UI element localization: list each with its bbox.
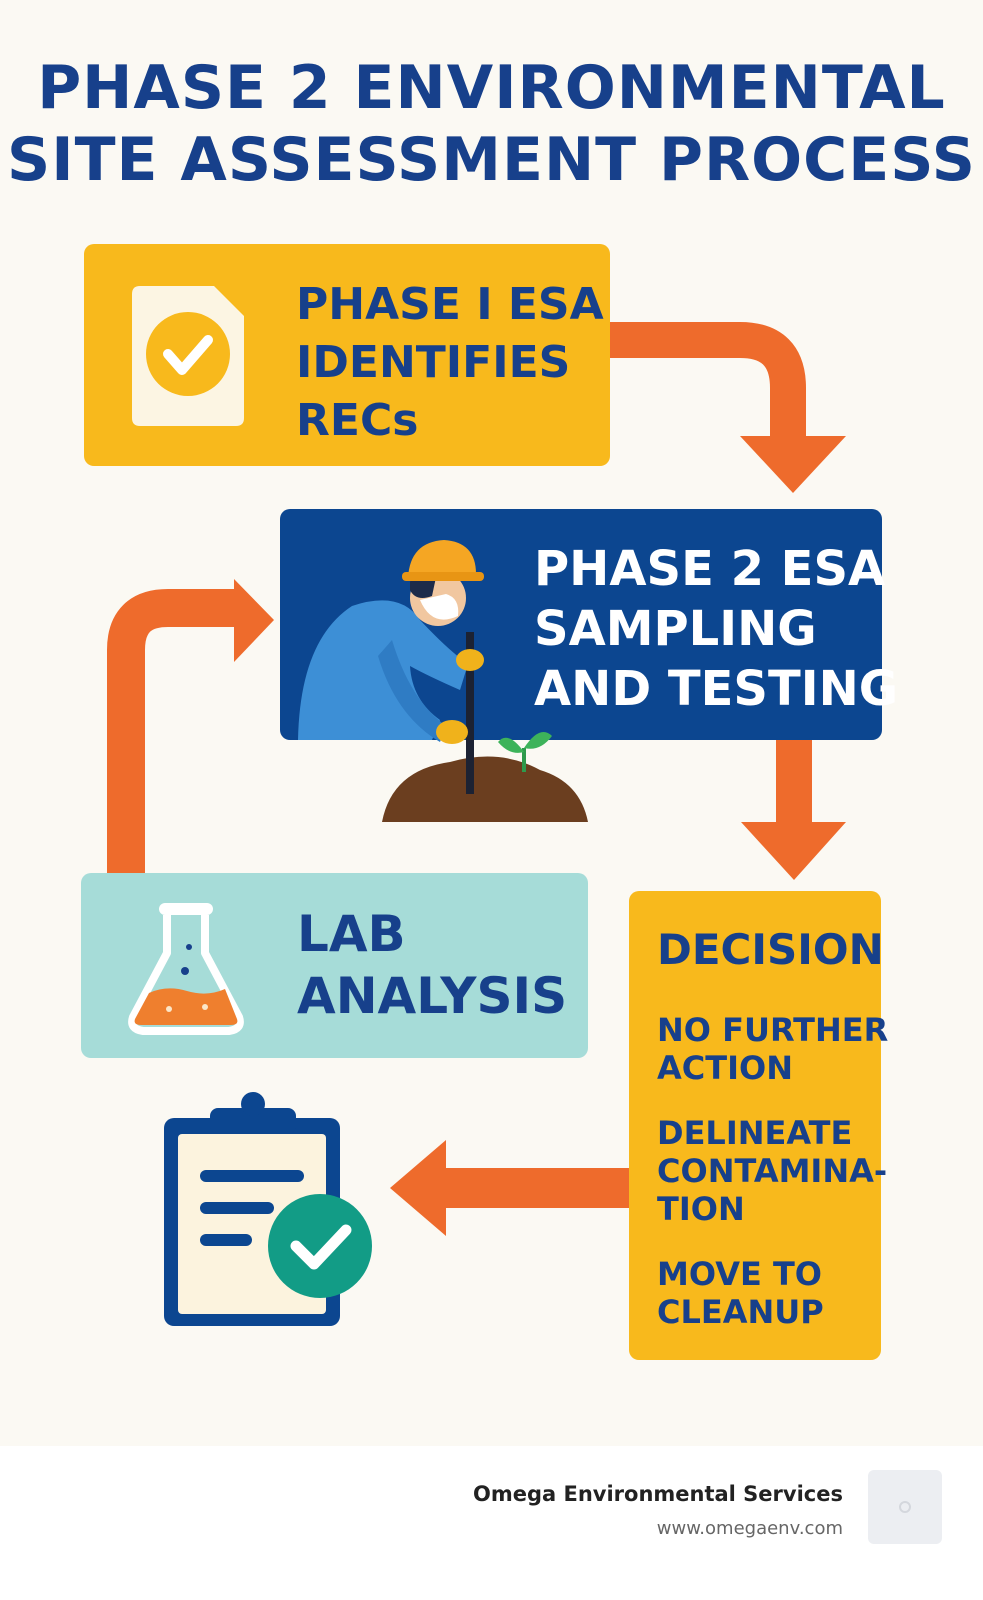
decision-option-cleanup: MOVE TO CLEANUP [657,1255,887,1331]
phase1-line-3: RECs [296,395,419,446]
phase2-label: PHASE 2 ESA SAMPLING AND TESTING [534,539,898,719]
logo-mark-icon [899,1501,911,1513]
phase1-line-2: IDENTIFIES [296,337,571,388]
option-1-line-2: ACTION [657,1049,793,1087]
lab-line-1: LAB [297,905,406,963]
step-decision-box: DECISION NO FURTHER ACTION DELINEATE CON… [629,891,888,1360]
clipboard-check-icon [164,1092,372,1326]
phase2-line-1: PHASE 2 ESA [534,541,886,597]
option-3-line-1: MOVE TO [657,1255,822,1293]
option-1-line-1: NO FURTHER [657,1011,889,1049]
option-3-line-2: CLEANUP [657,1293,824,1331]
option-2-line-2: CONTAMINA- [657,1152,888,1190]
option-2-line-3: TION [657,1190,745,1228]
decision-title: DECISION [657,925,884,974]
company-name: Omega Environmental Services [472,1482,843,1506]
option-2-line-1: DELINEATE [657,1114,853,1152]
title-line-2: SITE ASSESSMENT PROCESS [7,125,976,195]
flask-icon [128,903,244,1035]
decision-options: NO FURTHER ACTION DELINEATE CONTAMINA- T… [657,1011,889,1358]
page-title: PHASE 2 ENVIRONMENTAL SITE ASSESSMENT PR… [0,52,983,196]
step-phase1-box: PHASE I ESA IDENTIFIES RECs [84,244,610,466]
lab-label: LAB ANALYSIS [297,903,567,1027]
arrow-phase2-to-decision [741,730,846,880]
flow-arrows [107,322,846,1236]
decision-option-delineate: DELINEATE CONTAMINA- TION [657,1114,887,1228]
footer: Omega Environmental Services www.omegaen… [0,1446,983,1600]
company-url: www.omegaenv.com [656,1518,843,1539]
phase1-line-1: PHASE I ESA [296,279,604,330]
phase2-line-3: AND TESTING [534,661,899,717]
phase2-line-2: SAMPLING [534,601,817,657]
title-line-1: PHASE 2 ENVIRONMENTAL [37,53,946,123]
document-check-icon [132,286,244,426]
arrow-decision-to-report [390,1140,632,1236]
phase1-label: PHASE I ESA IDENTIFIES RECs [296,276,604,450]
company-logo [868,1470,942,1544]
step-lab-box: LAB ANALYSIS [81,873,588,1058]
lab-line-2: ANALYSIS [297,967,568,1025]
decision-option-no-further-action: NO FURTHER ACTION [657,1011,889,1087]
worker-soil-sampling-icon [298,540,588,822]
arrow-phase1-to-phase2 [600,322,846,493]
arrow-lab-to-phase2 [107,579,274,880]
